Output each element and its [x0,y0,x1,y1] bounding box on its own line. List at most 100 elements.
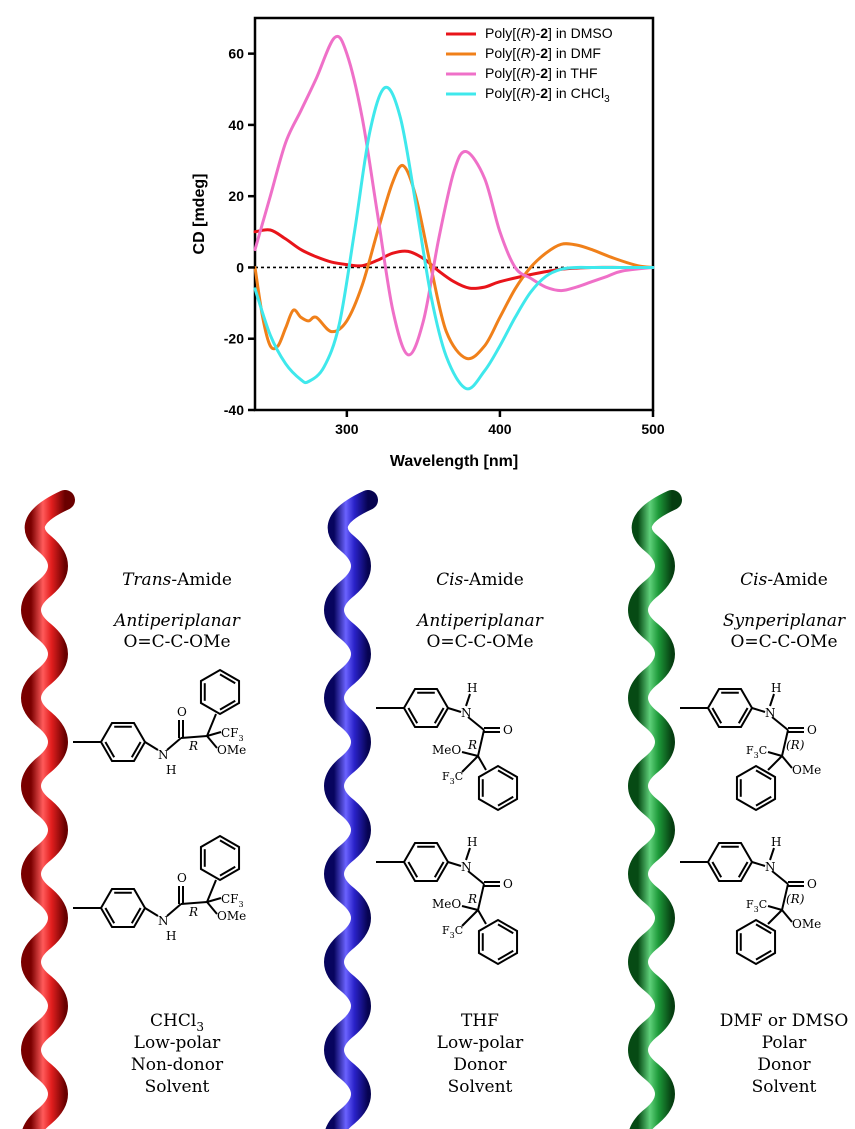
y-tick-label: 20 [228,188,244,204]
nitrogen-label: N [461,706,472,720]
phenylene-ring [402,687,450,729]
x-tick-label: 500 [641,421,665,437]
methoxy-label: OMe [792,917,821,931]
bond [467,716,485,731]
cf3-hash-bond [206,731,222,737]
cf3-label: F3C [746,744,767,760]
ring-double-bond [755,795,772,807]
cf3-hash-bond [206,897,222,903]
bond [467,870,485,885]
bond [465,693,471,707]
phenylene-ring [99,887,147,929]
phenylene-ring [99,721,147,763]
x-tick-label: 300 [335,421,359,437]
methoxy-label: OMe [217,909,246,923]
bond [144,907,159,917]
phenylene-ring [706,687,754,729]
bond [771,870,789,885]
ring-double-bond [219,673,236,685]
solvent-label: Low-polar [134,1033,222,1053]
legend-label: Poly[(R)-2] in THF [485,65,598,81]
ome-bond [206,735,218,749]
panel-1: Trans-AmideAntiperiplanarO=C-C-OMeNHORCF… [21,490,246,1129]
ring-double-bond [755,923,772,935]
cf3-hash-bond [461,909,479,927]
phenyl-bond [477,755,487,771]
polymer-helix [324,490,378,1129]
ring-double-bond [497,923,514,935]
ring-double-bond [407,861,419,878]
solvent-label: Solvent [448,1077,513,1097]
dihedral-label: O=C-C-OMe [730,632,837,652]
r-descriptor: R [467,892,477,906]
nitrogen-label: N [158,914,169,928]
methoxy-label: OMe [217,743,246,757]
nitrogen-label: N [158,748,169,762]
ring-double-bond [755,769,772,781]
bond [781,729,789,757]
ring-double-bond [737,861,749,878]
bond [166,903,182,917]
plot-frame [253,16,655,412]
phenyl-bond [206,713,217,737]
polymer-helix [21,490,75,1129]
oxygen-label: O [177,705,187,719]
cf3-hash-bond [767,905,783,911]
amide-type-label: Cis-Amide [436,570,524,590]
cf3-hash-bond [461,755,479,773]
dihedral-label: O=C-C-OMe [123,632,230,652]
ring-double-bond [711,861,723,878]
bond [771,716,789,731]
legend-label: Poly[(R)-2] in DMSO [485,25,613,41]
y-axis-label: CD [mdeg] [191,174,208,255]
legend: Poly[(R)-2] in DMSO Poly[(R)-2] in DMF Pol… [446,25,613,105]
panel-3: Cis-AmideSynperiplanarO=C-C-OMeNHO(R)F3C… [628,490,848,1129]
hydrogen-label: H [771,835,781,849]
solvent-label: Solvent [145,1077,210,1097]
legend-label: Poly[(R)-2] in DMF [485,45,601,61]
ring-double-bond [433,707,445,724]
ring-double-bond [219,865,236,877]
polymer-helix [628,490,682,1129]
bond [477,883,485,911]
cf3-label: F3C [442,770,463,786]
ring-double-bond [130,741,142,758]
phenyl-ring [735,918,777,966]
bond [751,861,766,867]
hydrogen-label: H [166,763,176,777]
methoxy-label: MeO [432,897,461,911]
conformation-label: Antiperiplanar [415,611,544,631]
y-tick-label: -20 [224,331,244,347]
nitrogen-label: N [765,860,776,874]
bond [781,883,789,911]
ring-double-bond [219,699,236,711]
hydrogen-label: H [467,681,477,695]
bond [447,861,462,867]
phenyl-bond [767,909,783,925]
methoxy-label: MeO [432,743,461,757]
series-line-dmso [253,228,655,290]
bond [465,847,471,861]
phenyl-bond [477,909,487,925]
panel-2: Cis-AmideAntiperiplanarO=C-C-OMeNHORMeOF… [324,490,544,1129]
nitrogen-label: N [765,706,776,720]
phenyl-ring [199,668,241,716]
y-tick-label: 0 [236,259,244,275]
nitrogen-label: N [461,860,472,874]
phenyl-ring [477,764,519,812]
hydrogen-label: H [771,681,781,695]
bond [751,707,766,713]
phenyl-ring [735,764,777,812]
x-tick-label: 400 [488,421,512,437]
oxygen-label: O [177,871,187,885]
solvent-label: Solvent [752,1077,817,1097]
ome-bond [461,905,479,911]
x-axis-label: Wavelength [nm] [390,453,518,470]
series-line-chcl3 [253,85,655,391]
bond [769,693,775,707]
ring-double-bond [433,861,445,878]
cf3-label: CF3 [221,726,244,743]
cf3-label: F3C [746,898,767,914]
phenyl-bond [206,879,217,903]
cf3-label: F3C [442,924,463,940]
